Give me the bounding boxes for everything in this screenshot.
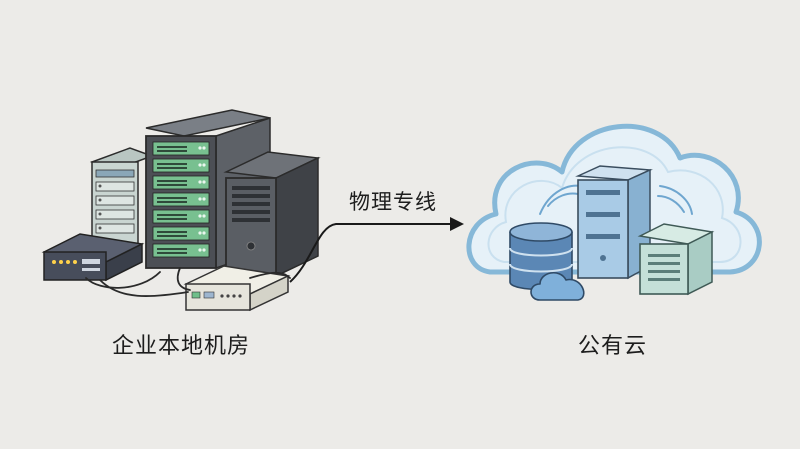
arrow-icon bbox=[289, 217, 464, 283]
dedicated-line-label: 物理专线 bbox=[349, 190, 437, 214]
cable-lines bbox=[85, 267, 291, 298]
server-rack-icon bbox=[89, 147, 155, 263]
storage-box-icon bbox=[637, 223, 715, 296]
on-premise-label: 企业本地机房 bbox=[112, 334, 251, 359]
switch-box-icon bbox=[183, 265, 291, 312]
tower-server-icon bbox=[223, 151, 321, 278]
router-icon bbox=[41, 233, 145, 282]
small-cloud-icon bbox=[530, 272, 585, 301]
public-cloud-label: 公有云 bbox=[578, 334, 648, 359]
